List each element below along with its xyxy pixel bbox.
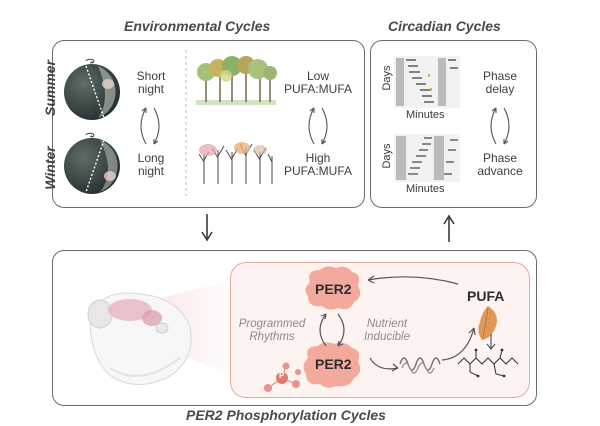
winter-globe-icon (64, 132, 120, 194)
winter-trees-icon (198, 142, 273, 184)
phase-cycle-arrows-icon (490, 107, 510, 145)
circadian-cycles-title: Circadian Cycles (388, 18, 501, 34)
per2-label-top: PER2 (315, 281, 352, 297)
phase-advance-line-1: Phase (482, 151, 518, 165)
short-night-line-2: night (137, 82, 165, 96)
nutrient-line-2: Inducible (363, 331, 411, 343)
summer-trees-icon (196, 56, 277, 105)
per2-cycle-arrows-icon (319, 313, 345, 347)
per2-label-bottom: PER2 (315, 356, 352, 372)
phosphate-mark: P (279, 371, 285, 380)
helix-protein-icon (399, 357, 441, 374)
down-arrow-icon (201, 214, 213, 242)
night-cycle-arrows-icon (140, 107, 160, 145)
low-ratio-line-2: PUFA:MUFA (283, 82, 352, 96)
long-night-line-1: Long (137, 151, 165, 165)
environmental-cycles-title: Environmental Cycles (124, 18, 271, 34)
high-ratio-line-1: High (305, 151, 331, 165)
pufa-arrow-down (486, 334, 496, 350)
minutes-axis-label-top: Minutes (406, 109, 445, 121)
lipid-cycle-arrows-icon (308, 107, 328, 145)
nutrient-line-1: Nutrient (366, 318, 408, 330)
days-axis-label-bottom: Days (381, 143, 393, 169)
summer-globe-icon (64, 58, 120, 120)
pufa-leaf-icon (478, 306, 497, 340)
long-night-line-2: night (137, 164, 165, 178)
phase-delay-label: Phase delay (472, 70, 528, 96)
pufa-label: PUFA (467, 288, 505, 304)
nutrient-inducible-label: Nutrient Inducible (352, 318, 422, 344)
helix-to-pufa-arrow (441, 327, 476, 361)
low-ratio-line-1: Low (306, 69, 329, 83)
per2-protein-bottom (303, 342, 361, 388)
low-pufa-mufa-label: Low PUFA:MUFA (276, 70, 360, 96)
panel-divider (185, 50, 187, 196)
short-night-line-1: Short (136, 69, 166, 83)
high-pufa-mufa-label: High PUFA:MUFA (276, 152, 360, 178)
per2-to-helix-arrow (369, 357, 399, 372)
mouse-illustration (87, 278, 240, 385)
programmed-line-2: Rhythms (249, 331, 295, 343)
long-night-label: Long night (128, 152, 174, 178)
per2-phosphorylation-title: PER2 Phosphorylation Cycles (186, 407, 386, 423)
winter-label: Winter (42, 146, 58, 190)
phase-advance-line-2: advance (477, 164, 523, 178)
phase-delay-line-1: Phase (482, 69, 518, 83)
actogram-delay (394, 56, 460, 108)
high-ratio-line-2: PUFA:MUFA (283, 164, 352, 178)
up-arrow-icon (443, 214, 455, 242)
pufa-to-per2-arrow (367, 275, 459, 285)
short-night-label: Short night (128, 70, 174, 96)
minutes-axis-label-bottom: Minutes (406, 183, 445, 195)
phase-advance-label: Phase advance (472, 152, 528, 178)
summer-label: Summer (42, 59, 58, 117)
per2-protein-top (305, 266, 361, 310)
programmed-rhythms-label: Programmed Rhythms (232, 318, 312, 344)
pufa-molecule-icon (457, 348, 519, 378)
days-axis-label-top: Days (381, 65, 393, 91)
programmed-line-1: Programmed (238, 318, 306, 330)
phase-delay-line-2: delay (485, 82, 515, 96)
phosphate-groups-icon (264, 362, 301, 392)
actogram-advance (394, 134, 460, 182)
